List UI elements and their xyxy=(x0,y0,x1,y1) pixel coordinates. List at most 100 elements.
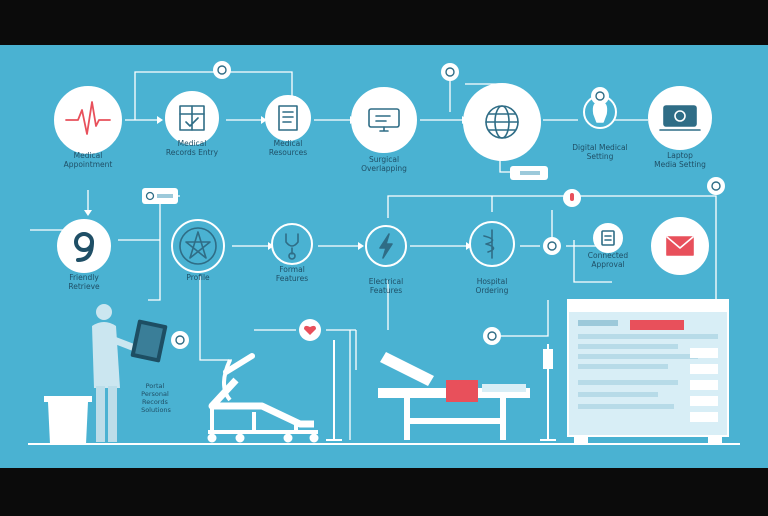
bed-backrest xyxy=(380,352,434,386)
screen-list-row[interactable] xyxy=(690,412,718,422)
doctor-leg xyxy=(108,386,117,442)
heart-shape xyxy=(304,325,316,335)
clipboard-icon xyxy=(601,230,615,246)
connector xyxy=(387,195,717,300)
arrowhead xyxy=(268,242,274,250)
badge-glyph xyxy=(487,331,497,341)
bed-leg xyxy=(404,398,410,440)
number-nine-icon xyxy=(74,232,94,262)
badge-glyph xyxy=(175,335,185,345)
arrowhead xyxy=(157,116,163,124)
chat-icon[interactable] xyxy=(213,61,231,79)
caduceus-icon xyxy=(483,229,495,259)
node-circle xyxy=(265,95,311,141)
chair-wheel xyxy=(309,433,319,443)
person-caption-line: Portal xyxy=(146,382,165,390)
settings-icon[interactable] xyxy=(591,87,609,105)
arrowhead xyxy=(261,116,267,124)
iv-stands xyxy=(326,340,556,441)
badge-circle xyxy=(171,331,189,349)
dashboard-screen xyxy=(567,299,729,444)
screen-text-line xyxy=(578,344,678,349)
info-icon[interactable] xyxy=(441,63,459,81)
letterbox-bottom xyxy=(0,468,768,512)
arrowhead xyxy=(358,242,364,250)
mic-icon[interactable] xyxy=(563,189,581,207)
hospital-bed xyxy=(378,352,530,440)
chair-wheel xyxy=(235,433,245,443)
bed-mattress xyxy=(482,384,526,392)
screen-text-line xyxy=(578,320,618,326)
chair-head xyxy=(223,353,255,375)
document-icon xyxy=(278,105,298,131)
connector xyxy=(349,280,389,440)
badge-glyph xyxy=(547,241,557,251)
badge-circle xyxy=(543,237,561,255)
letterbox-top xyxy=(0,0,768,45)
examination-chair xyxy=(207,353,319,443)
screen-list-row[interactable] xyxy=(690,380,718,390)
chair-arm xyxy=(222,359,232,402)
bed-rail xyxy=(410,418,500,424)
gear-icon[interactable] xyxy=(707,177,725,195)
badge-glyph xyxy=(595,91,605,101)
person-caption: Portal Personal Records Solutions xyxy=(141,382,171,414)
arrowhead xyxy=(466,242,472,250)
connector xyxy=(199,276,232,361)
screen-list-row[interactable] xyxy=(690,348,718,358)
doctor-leg xyxy=(96,386,105,442)
node-n9[interactable]: Profile xyxy=(171,219,225,282)
callout-text-line xyxy=(157,194,173,198)
node-circle xyxy=(593,223,623,253)
callout-mid xyxy=(142,188,178,204)
heart-icon[interactable] xyxy=(299,319,321,341)
tablet-screen xyxy=(135,324,163,358)
screen-header-bar xyxy=(568,300,728,312)
screen-alert-bar[interactable] xyxy=(630,320,684,330)
mail-icon xyxy=(666,236,694,256)
chair-wheel xyxy=(283,433,293,443)
screen-text-line xyxy=(578,380,678,385)
iv-bag xyxy=(543,349,553,369)
screen-text-line xyxy=(578,404,674,409)
node-n5[interactable] xyxy=(463,83,541,161)
doctor-head xyxy=(96,304,112,320)
badge-layer xyxy=(171,61,725,349)
callout-text-line xyxy=(520,171,540,175)
link-icon[interactable] xyxy=(171,331,189,349)
screen-text-line xyxy=(578,392,658,397)
screen-list-row[interactable] xyxy=(690,364,718,374)
heartbeat-icon xyxy=(65,101,111,135)
pen-icon[interactable] xyxy=(483,327,501,345)
phone-icon[interactable] xyxy=(543,237,561,255)
badge-glyph xyxy=(217,65,227,75)
doctor-figure xyxy=(92,304,168,442)
badge-circle xyxy=(213,61,231,79)
screen-list-row[interactable] xyxy=(690,396,718,406)
screen-text-line xyxy=(578,354,698,359)
chair-wheel xyxy=(207,433,217,443)
node-circle xyxy=(271,223,313,265)
connector xyxy=(573,240,612,283)
node-n14[interactable] xyxy=(651,217,709,275)
